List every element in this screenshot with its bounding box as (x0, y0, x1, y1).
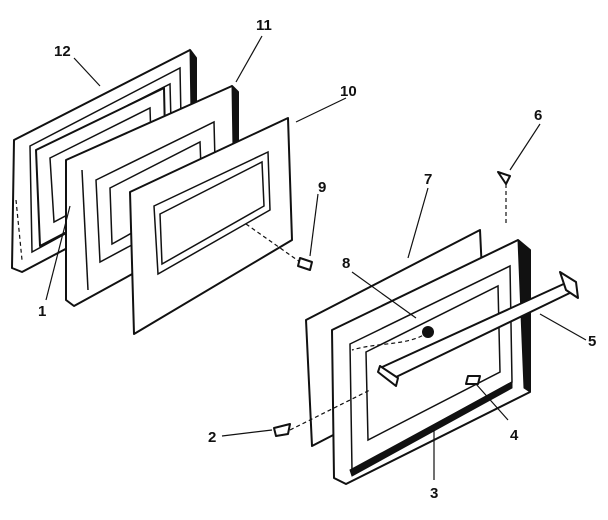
callout-3: 3 (430, 485, 438, 502)
callout-1: 1 (38, 303, 46, 320)
callout-2: 2 (208, 429, 216, 446)
leader-lines (45, 35, 587, 480)
part-9-screw (297, 257, 313, 271)
callout-9: 9 (318, 179, 326, 196)
part-4-screw (465, 375, 481, 385)
callout-10: 10 (340, 83, 357, 100)
callout-5: 5 (588, 333, 596, 350)
part-5-handle (377, 271, 579, 387)
callout-8: 8 (342, 255, 350, 272)
part-2-screw (273, 389, 371, 437)
callout-4: 4 (510, 427, 519, 444)
callout-12: 12 (54, 43, 71, 60)
part-8-clip (351, 326, 434, 351)
callout-7: 7 (424, 171, 432, 188)
callout-11: 11 (256, 17, 272, 34)
part-6-screw (497, 171, 511, 226)
callout-6: 6 (534, 107, 542, 124)
part-10-door-liner (129, 117, 301, 335)
